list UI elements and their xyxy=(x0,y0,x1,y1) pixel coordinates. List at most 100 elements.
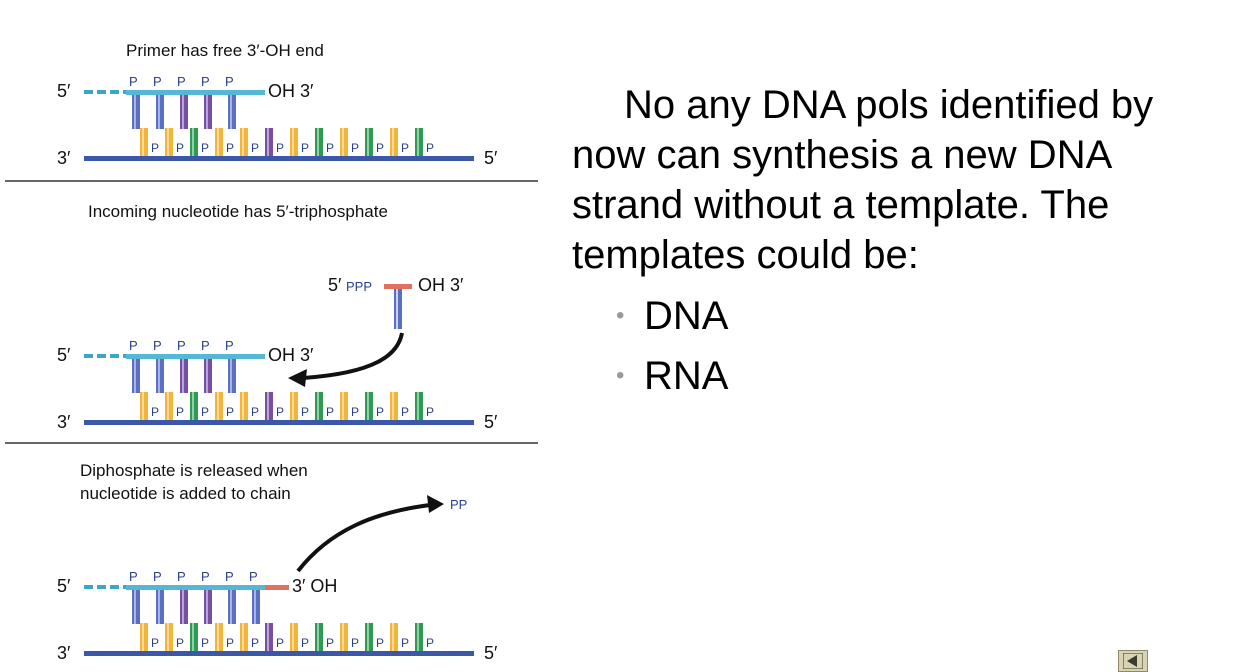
pyrophosphate-release-arrowhead xyxy=(427,495,444,513)
primer-strand-backbone xyxy=(126,354,265,359)
template-phosphate-label: P xyxy=(301,636,309,650)
template-base-highlight xyxy=(167,128,169,156)
primer-base-highlight xyxy=(206,590,208,624)
template-base-highlight xyxy=(417,392,419,420)
primer-base-highlight xyxy=(206,95,208,129)
primer-phosphate-label: P xyxy=(225,74,234,89)
incoming-nucleotide-base-highlight xyxy=(396,289,398,329)
template-base-highlight xyxy=(242,392,244,420)
template-phosphate-label: P xyxy=(401,636,409,650)
template-phosphate-label: P xyxy=(226,405,234,419)
template-phosphate-label: P xyxy=(151,405,159,419)
template-base-highlight xyxy=(392,128,394,156)
template-base-highlight xyxy=(192,128,194,156)
incoming-nucleotide: 5′ PPP OH 3′ xyxy=(328,275,464,329)
template-base-highlight xyxy=(342,128,344,156)
strand-five-prime-label: 5′ xyxy=(57,345,71,365)
template-phosphate-label: P xyxy=(351,636,359,650)
primer-phosphate-label: P xyxy=(201,338,210,353)
template-phosphate-label: P xyxy=(201,141,209,155)
template-phosphate-label: P xyxy=(326,141,334,155)
template-phosphate-label: P xyxy=(426,405,434,419)
primer-base-highlight xyxy=(134,359,136,393)
template-strand-backbone xyxy=(84,420,474,425)
primer-base-highlight xyxy=(230,359,232,393)
template-phosphate-label: P xyxy=(176,141,184,155)
bullet-icon: • xyxy=(616,302,625,329)
primer-base-highlight xyxy=(158,590,160,624)
template-phosphate-label: P xyxy=(426,636,434,650)
template-base-highlight xyxy=(392,392,394,420)
template-phosphate-label: P xyxy=(201,636,209,650)
primer-phosphate-label: P xyxy=(249,569,258,584)
incoming-triphosphate-label: PPP xyxy=(346,279,372,294)
template-base-highlight xyxy=(367,623,369,651)
primer-phosphate-label: P xyxy=(201,74,210,89)
template-phosphate-label: P xyxy=(401,405,409,419)
template-base-highlight xyxy=(317,392,319,420)
template-base-highlight xyxy=(342,392,344,420)
template-base-highlight xyxy=(267,128,269,156)
primer-base-highlight xyxy=(134,95,136,129)
pyrophosphate-label: PP xyxy=(450,497,467,512)
template-base-highlight xyxy=(417,128,419,156)
template-phosphate-label: P xyxy=(251,405,259,419)
primer-phosphate-label: P xyxy=(129,338,138,353)
primer-phosphate-label: P xyxy=(201,569,210,584)
template-base-highlight xyxy=(142,623,144,651)
incoming-oh-label: OH 3′ xyxy=(418,275,464,295)
template-phosphate-label: P xyxy=(276,636,284,650)
strand-three-prime-label: 3′ xyxy=(57,643,71,663)
template-base-highlight xyxy=(242,623,244,651)
back-navigation-button[interactable] xyxy=(1118,650,1148,672)
template-base-highlight xyxy=(167,392,169,420)
strand-three-prime-label: 3′ xyxy=(57,412,71,432)
primer-phosphate-label: P xyxy=(129,569,138,584)
template-base-highlight xyxy=(167,623,169,651)
primer-phosphate-label: P xyxy=(177,338,186,353)
template-base-highlight xyxy=(217,623,219,651)
template-list-item-label: RNA xyxy=(644,354,729,398)
template-phosphate-label: P xyxy=(151,636,159,650)
panel-3-caption-line2: nucleotide is added to chain xyxy=(80,484,291,503)
template-base-highlight xyxy=(367,392,369,420)
template-phosphate-label: P xyxy=(401,141,409,155)
template-phosphate-label: P xyxy=(301,141,309,155)
template-phosphate-label: P xyxy=(376,405,384,419)
pyrophosphate-release-arrow xyxy=(296,503,431,573)
template-strand-backbone xyxy=(84,651,474,656)
panel-3-caption-line1: Diphosphate is released when xyxy=(80,461,308,480)
primer-strand-backbone xyxy=(126,90,265,95)
template-base-highlight xyxy=(292,128,294,156)
template-phosphate-label: P xyxy=(251,636,259,650)
bullet-icon: • xyxy=(616,362,625,389)
incoming-five-prime-label: 5′ xyxy=(328,275,342,295)
primer-base-highlight xyxy=(206,359,208,393)
strand-five-prime-label: 5′ xyxy=(57,576,71,596)
template-base-highlight xyxy=(367,128,369,156)
primer-base-highlight xyxy=(182,590,184,624)
primer-three-prime-end-label: OH 3′ xyxy=(268,81,314,101)
template-base-highlight xyxy=(417,623,419,651)
primer-phosphate-label: P xyxy=(153,338,162,353)
template-five-prime-end-label: 5′ xyxy=(484,148,498,168)
template-base-highlight xyxy=(242,128,244,156)
strand-five-prime-label: 5′ xyxy=(57,81,71,101)
template-list-item-label: DNA xyxy=(644,294,729,338)
strand-three-prime-label: 3′ xyxy=(57,148,71,168)
primer-strand-backbone xyxy=(126,585,265,590)
template-list-item-rna: • RNA xyxy=(572,346,1212,406)
primer-phosphate-label: P xyxy=(225,338,234,353)
template-phosphate-label: P xyxy=(226,141,234,155)
template-strand-backbone xyxy=(84,156,474,161)
template-phosphate-label: P xyxy=(351,405,359,419)
template-phosphate-label: P xyxy=(201,405,209,419)
primer-phosphate-label: P xyxy=(225,569,234,584)
explanation-paragraph: No any DNA pols identified by now can sy… xyxy=(572,83,1154,277)
template-phosphate-label: P xyxy=(351,141,359,155)
template-phosphate-label: P xyxy=(251,141,259,155)
primer-phosphate-label: P xyxy=(153,569,162,584)
